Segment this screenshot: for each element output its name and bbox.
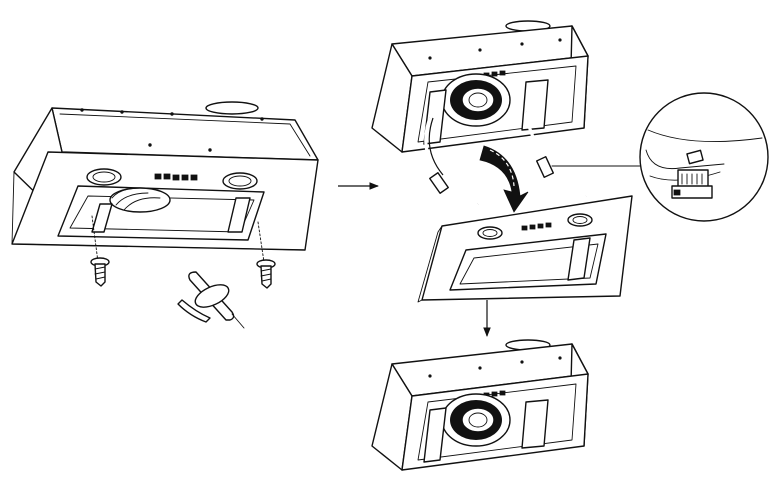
- screwdriver-icon: [177, 271, 245, 329]
- step-assembled: [371, 339, 589, 471]
- cable-right: [524, 111, 588, 197]
- fan-icon: [109, 187, 171, 213]
- cable-left: [424, 117, 479, 208]
- arrow-curved-down: [479, 145, 529, 213]
- hood-body-left: [11, 101, 319, 251]
- step-connect-cables: [371, 20, 769, 303]
- fan-icon: [441, 73, 511, 127]
- front-panel: [417, 195, 633, 303]
- fan-icon: [441, 393, 511, 447]
- screw-icon: [256, 259, 276, 289]
- connector-detail: [639, 92, 769, 222]
- connector-icon: [671, 149, 713, 199]
- screw-icon: [90, 257, 110, 287]
- hood-body-open: [371, 20, 589, 153]
- step-remove-screws: [11, 101, 319, 329]
